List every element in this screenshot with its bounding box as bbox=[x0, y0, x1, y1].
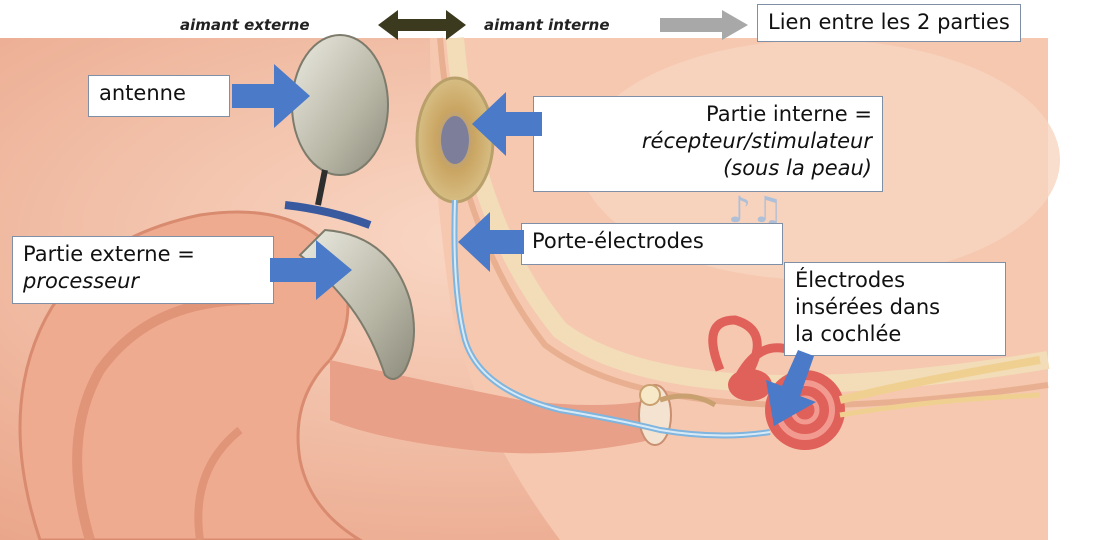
antenna-label-text: antenne bbox=[99, 81, 186, 105]
legend-link-text: Lien entre les 2 parties bbox=[768, 10, 1010, 34]
legend-internal-magnet: aimant interne bbox=[484, 16, 610, 34]
internal-part-line3: (sous la peau) bbox=[544, 155, 872, 182]
legend-external-magnet: aimant externe bbox=[180, 16, 310, 34]
external-part-line2: processeur bbox=[23, 268, 263, 295]
electrodes-line2: insérées dans bbox=[795, 294, 995, 321]
external-part-line1: Partie externe = bbox=[23, 241, 263, 268]
electrode-holder-text: Porte-électrodes bbox=[532, 229, 704, 253]
antenna-pointer-arrow-icon bbox=[232, 64, 310, 128]
electrodes-pointer-arrow-icon bbox=[760, 350, 816, 426]
electrodes-label: Électrodes insérées dans la cochlée bbox=[784, 262, 1006, 356]
external-part-pointer-arrow-icon bbox=[270, 240, 352, 300]
electrode-holder-label: Porte-électrodes bbox=[521, 223, 783, 265]
internal-part-pointer-arrow-icon bbox=[472, 92, 542, 156]
double-arrow-icon bbox=[378, 10, 466, 40]
electrodes-line1: Électrodes bbox=[795, 267, 995, 294]
external-part-label: Partie externe = processeur bbox=[12, 236, 274, 304]
legend-link-box: Lien entre les 2 parties bbox=[757, 4, 1021, 42]
antenna-label: antenne bbox=[88, 75, 230, 117]
link-arrow-icon bbox=[660, 10, 748, 40]
internal-part-line1: Partie interne = bbox=[544, 101, 872, 128]
internal-part-line2: récepteur/stimulateur bbox=[544, 128, 872, 155]
electrode-holder-pointer-arrow-icon bbox=[458, 212, 524, 272]
electrodes-line3: la cochlée bbox=[795, 321, 995, 348]
internal-part-label: Partie interne = récepteur/stimulateur (… bbox=[533, 96, 883, 192]
